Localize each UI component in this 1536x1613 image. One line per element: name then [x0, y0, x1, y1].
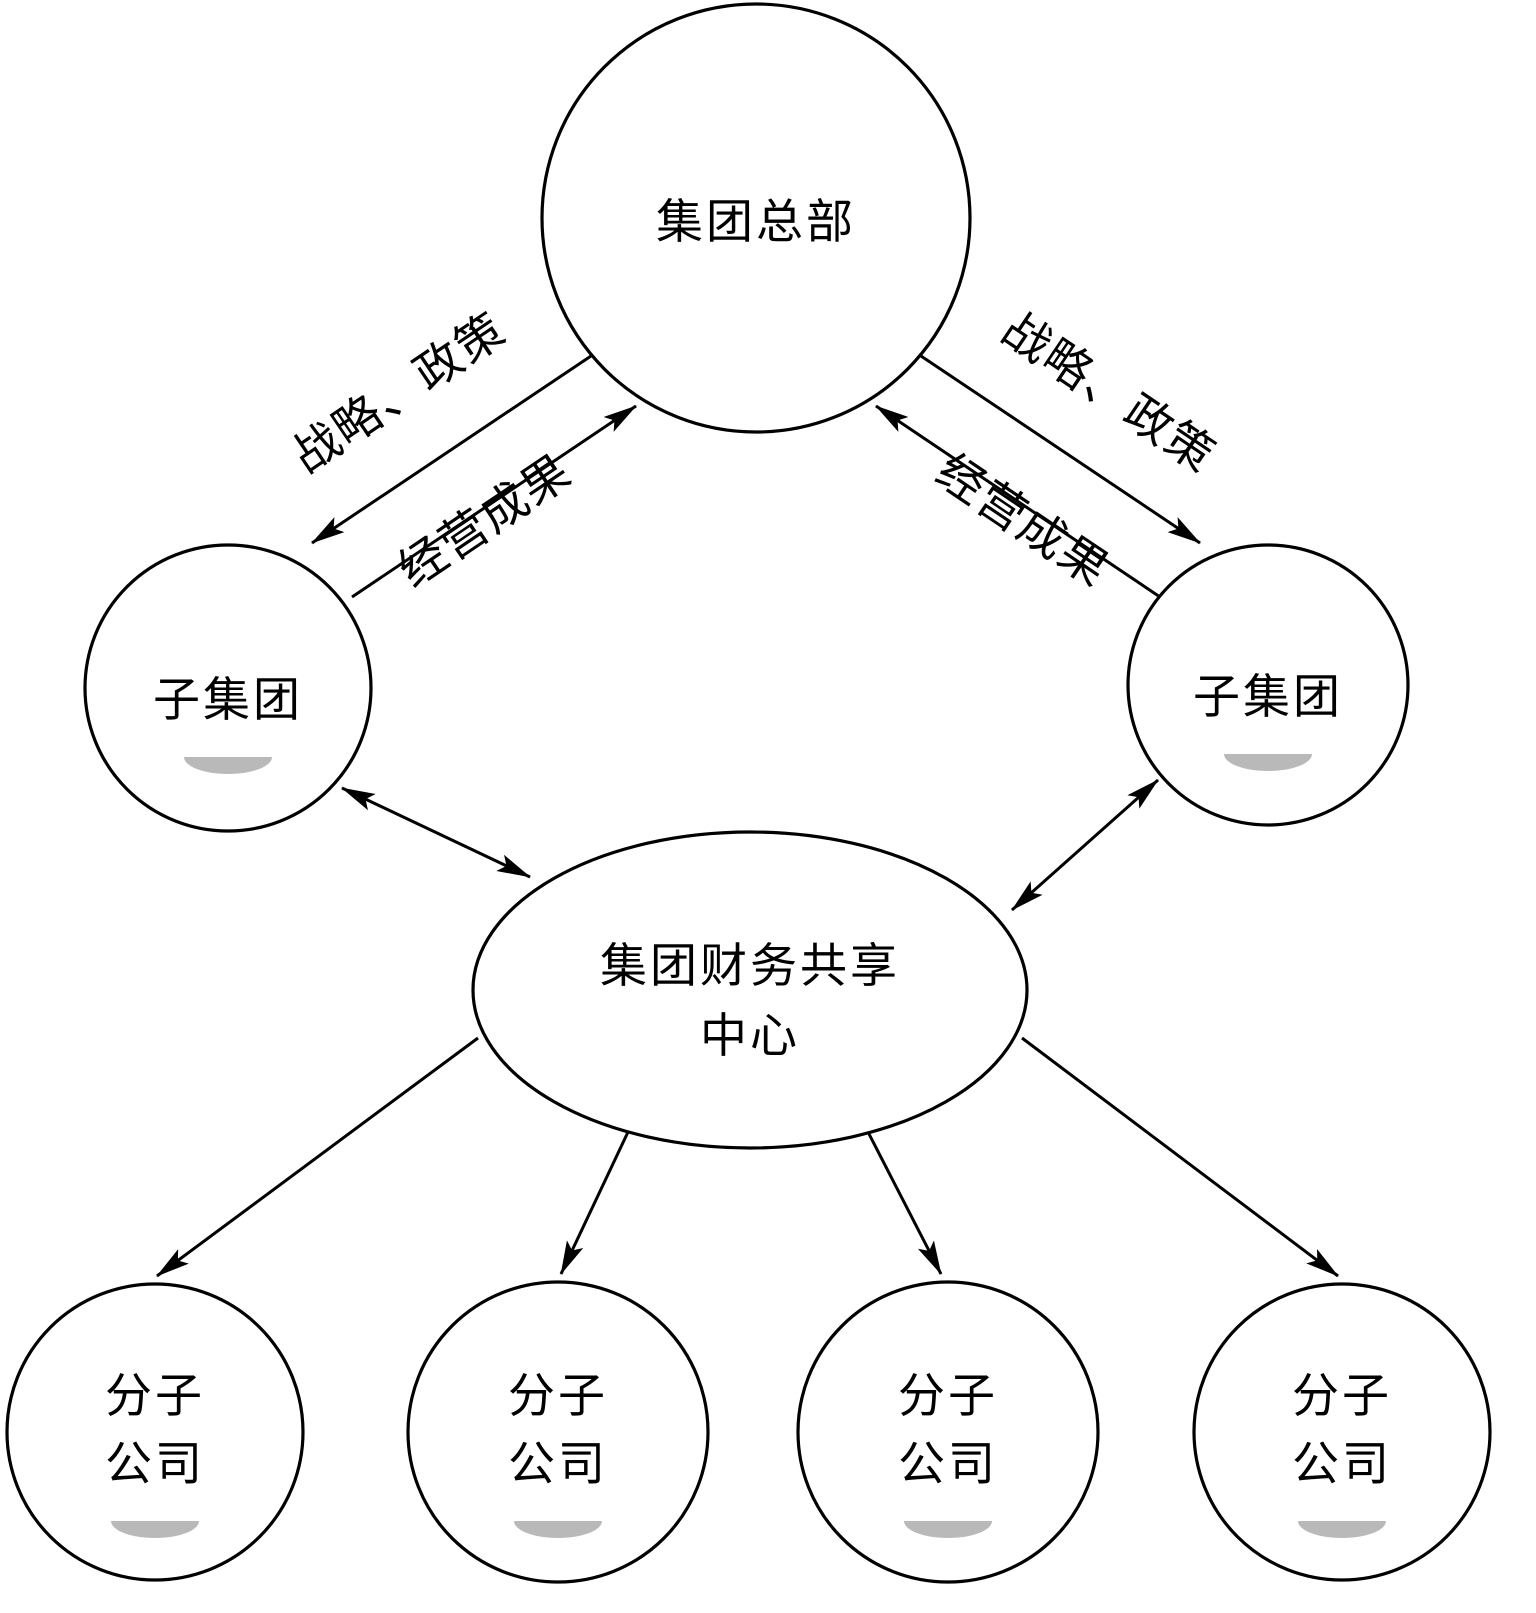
gray-arc-decoration: [1298, 1521, 1386, 1538]
edge-strategy-right: [914, 350, 1201, 545]
edge-center-subsidiary-2: [559, 1131, 630, 1275]
subsidiary-circle-2: [406, 1280, 710, 1584]
gray-arc-decoration: [1224, 754, 1312, 771]
shared-center-node: 集团财务共享 中心: [471, 830, 1029, 1150]
subgroup-right-label: 子集团: [1193, 672, 1343, 724]
subgroup-right-circle: [1126, 543, 1410, 827]
gray-arc-decoration: [184, 757, 272, 774]
edge-center-subsidiary-3: [866, 1131, 943, 1275]
edge-subgroup-right-center: [1011, 778, 1159, 912]
subgroup-right-node: 子集团: [1126, 543, 1410, 827]
subsidiary-2-label-line2: 公司: [508, 1439, 608, 1491]
headquarters-label: 集团总部: [656, 197, 856, 249]
shared-center-label-line2: 中心: [700, 1011, 800, 1063]
shared-center-label-line1: 集团财务共享: [600, 941, 900, 993]
headquarters-circle: [540, 2, 972, 434]
subsidiary-node-4: 分子 公司: [1192, 1282, 1492, 1582]
subgroup-left-circle: [83, 543, 373, 833]
edge-center-subsidiary-4: [1021, 1036, 1339, 1278]
headquarters-node: 集团总部: [540, 2, 972, 434]
subsidiary-node-1: 分子 公司: [5, 1282, 305, 1582]
subsidiary-4-label-line1: 分子: [1292, 1371, 1392, 1423]
subsidiary-4-label-line2: 公司: [1292, 1439, 1392, 1491]
gray-arc-decoration: [111, 1521, 199, 1538]
subsidiary-1-label-line1: 分子: [105, 1371, 205, 1423]
edge-center-subsidiary-1: [156, 1036, 479, 1278]
subsidiary-2-label-line1: 分子: [508, 1371, 608, 1423]
subsidiary-3-label-line1: 分子: [898, 1371, 998, 1423]
gray-arc-decoration: [904, 1521, 992, 1538]
subgroup-left-label: 子集团: [153, 675, 303, 727]
subsidiary-node-3: 分子 公司: [796, 1280, 1100, 1584]
edge-label-results-left: 经营成果: [390, 445, 582, 598]
subsidiary-node-2: 分子 公司: [406, 1280, 710, 1584]
edge-label-strategy-left: 战略、政策: [284, 304, 516, 484]
edge-results-right: [875, 404, 1161, 599]
subsidiary-1-label-line2: 公司: [105, 1439, 205, 1491]
shared-center-ellipse: [471, 830, 1029, 1150]
subsidiary-circle-1: [5, 1282, 305, 1582]
subgroup-left-node: 子集团: [83, 543, 373, 833]
edge-strategy-left: [311, 350, 598, 545]
edge-label-strategy-right: 战略、政策: [992, 304, 1224, 484]
subsidiary-circle-3: [796, 1280, 1100, 1584]
subsidiary-circle-4: [1192, 1282, 1492, 1582]
edge-results-left: [351, 404, 637, 599]
gray-arc-decoration: [514, 1521, 602, 1538]
subsidiary-3-label-line2: 公司: [898, 1439, 998, 1491]
edge-subgroup-left-center: [341, 786, 531, 879]
